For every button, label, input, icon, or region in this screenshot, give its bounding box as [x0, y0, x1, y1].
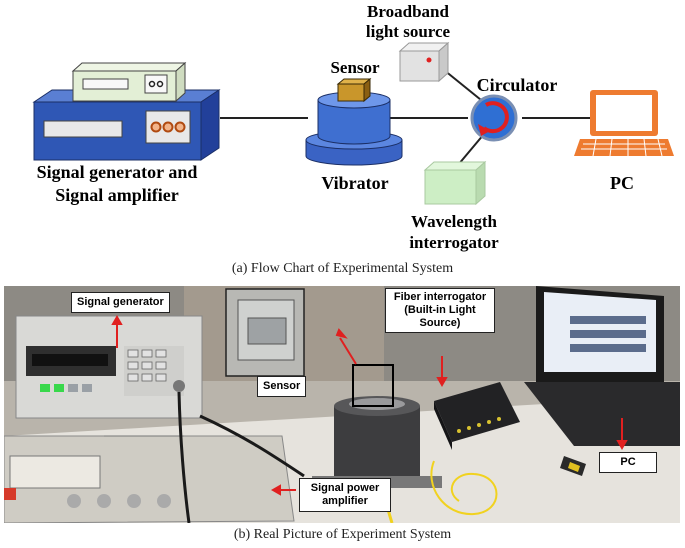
- arrow-icon: [111, 314, 123, 325]
- sensor: [336, 77, 372, 103]
- callout-fiber-line1: Fiber interrogator: [393, 291, 487, 303]
- vibrator: [305, 91, 403, 166]
- callout-fiber-interrogator: Fiber interrogator (Built-in Light Sourc…: [385, 288, 495, 333]
- sensor-highlight-box: [352, 364, 394, 407]
- link-circulator-interrogator: [457, 133, 485, 166]
- interrogator-box: [423, 160, 487, 206]
- arrow-icon: [270, 484, 281, 496]
- callout-amplifier-line2: amplifier: [322, 495, 368, 507]
- arrow-icon: [335, 328, 348, 339]
- callout-amplifier: Signal power amplifier: [299, 478, 391, 512]
- label-sensor: Sensor: [330, 58, 380, 77]
- label-signal-line1: Signal generator and: [37, 162, 198, 182]
- caption-flow-chart: (a) Flow Chart of Experimental System: [231, 261, 454, 276]
- signal-generator-box: [71, 61, 187, 103]
- callout-fiber-line3: Source): [419, 317, 461, 329]
- experiment-photo: Signal generator Sensor Fiber interrogat…: [4, 286, 680, 523]
- callout-signal-generator: Signal generator: [71, 292, 170, 313]
- circulator-arrow-icon: [478, 124, 490, 136]
- label-light-line2: light source: [366, 22, 451, 41]
- label-light-line1: Broadband: [367, 2, 449, 21]
- label-signal-line2: Signal amplifier: [55, 185, 179, 205]
- arrow-icon: [616, 440, 628, 451]
- flow-chart: Signal generator and Signal amplifier Se…: [32, 2, 674, 252]
- caption-photo: (b) Real Picture of Experiment System: [233, 527, 452, 542]
- callout-fiber-line2: (Built-in Light: [404, 304, 476, 316]
- link-circulator-lightsource: [443, 69, 487, 105]
- arrow-icon: [436, 377, 448, 388]
- label-circulator: Circulator: [477, 75, 558, 95]
- label-interrogator-line1: Wavelength: [411, 212, 497, 231]
- callout-amplifier-line1: Signal power: [310, 482, 380, 494]
- label-interrogator-line2: interrogator: [409, 233, 499, 252]
- label-pc: PC: [610, 173, 634, 193]
- callout-sensor: Sensor: [257, 376, 307, 397]
- light-source-box: [398, 41, 450, 83]
- indicator-dot-icon: [426, 57, 432, 63]
- photo-scene: [4, 286, 680, 523]
- circulator: [470, 94, 518, 142]
- label-vibrator: Vibrator: [321, 173, 388, 193]
- pc-icon: [574, 90, 674, 157]
- callout-pc: PC: [599, 452, 657, 473]
